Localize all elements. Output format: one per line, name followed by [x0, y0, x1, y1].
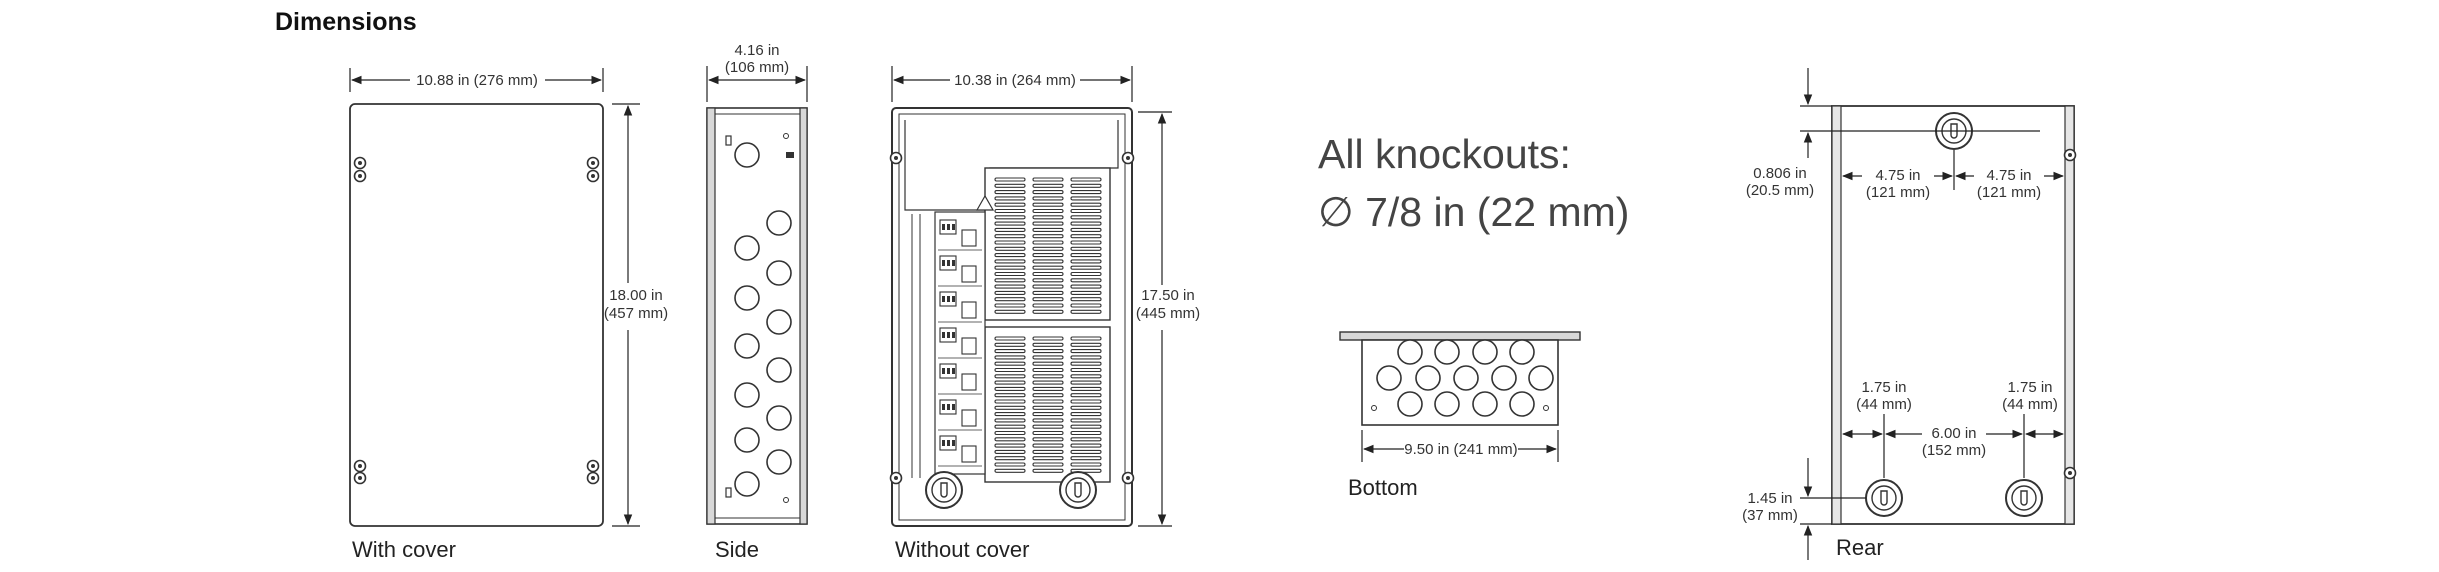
- frame-screw: [1121, 151, 1135, 165]
- cover-screw: [353, 459, 367, 473]
- rear-panel: [1831, 105, 2075, 525]
- height-label-metric: (457 mm): [604, 305, 668, 322]
- top-offset-label: 0.806 in: [1753, 165, 1806, 182]
- knockout: [1397, 391, 1423, 417]
- bottom-offset-label: 1.45 in: [1747, 490, 1792, 507]
- knockout: [1472, 391, 1498, 417]
- center-label: 6.00 in: [1931, 425, 1976, 442]
- depth-label: 4.16 in: [734, 42, 779, 59]
- knockout: [1376, 365, 1402, 391]
- bottom-offset-label-metric: (37 mm): [1742, 507, 1798, 524]
- warning-icon: [975, 194, 995, 211]
- knockout: [1453, 365, 1479, 391]
- frame-screw: [889, 151, 903, 165]
- cover-panel: [349, 103, 604, 527]
- view-bottom: 9.50 in (241 mm) Bottom: [1339, 331, 1581, 500]
- knockout: [734, 142, 760, 168]
- keyhole-bottom-left: [1865, 479, 1903, 517]
- knockout: [1528, 365, 1554, 391]
- knockout: [1415, 365, 1441, 391]
- rear-screw: [2063, 466, 2077, 480]
- knockout: [1434, 391, 1460, 417]
- knockout: [734, 333, 760, 359]
- knockout: [734, 471, 760, 497]
- knockout: [734, 285, 760, 311]
- vent-slots-upper: [994, 177, 1102, 314]
- cover-screw: [353, 169, 367, 183]
- view-rear: 0.806 in (20.5 mm) 4.75 in (121 mm) 4.75…: [1742, 68, 2077, 560]
- frame-screw: [889, 471, 903, 485]
- right-top-label: 4.75 in: [1986, 167, 2031, 184]
- rear-screw: [2063, 148, 2077, 162]
- knockout: [734, 427, 760, 453]
- width-label: 10.88 in (276 mm): [416, 72, 538, 89]
- right-top-label-metric: (121 mm): [1977, 184, 2041, 201]
- knockouts-title: All knockouts:: [1318, 131, 1571, 177]
- depth-label-metric: (106 mm): [725, 59, 789, 76]
- terminal-blocks: [938, 219, 982, 467]
- cover-screw: [353, 156, 367, 170]
- height-label-metric: (445 mm): [1136, 305, 1200, 322]
- cover-screw: [586, 459, 600, 473]
- caption-rear: Rear: [1836, 535, 1884, 560]
- center-label-metric: (152 mm): [1922, 442, 1986, 459]
- caption-side: Side: [715, 537, 759, 562]
- caption-without-cover: Without cover: [895, 537, 1030, 562]
- top-offset-label-metric: (20.5 mm): [1746, 182, 1814, 199]
- knockout: [766, 405, 792, 431]
- knockout: [1434, 339, 1460, 365]
- knockout: [766, 449, 792, 475]
- cover-screw: [353, 471, 367, 485]
- width-label: 10.38 in (264 mm): [954, 72, 1076, 89]
- keyhole-bottom-right: [2005, 479, 2043, 517]
- view-without-cover: 10.38 in (264 mm) 17.50 in (445 mm) With…: [889, 66, 1200, 562]
- cover-screw: [586, 169, 600, 183]
- vent-slots-lower: [994, 336, 1102, 473]
- page-title: Dimensions: [275, 8, 417, 36]
- power-module-lower: [984, 326, 1111, 483]
- knockout: [766, 357, 792, 383]
- width-label: 9.50 in (241 mm): [1404, 441, 1517, 458]
- terminal-strip: [934, 211, 986, 475]
- keyhole: [1059, 471, 1097, 509]
- height-label: 18.00 in: [609, 287, 662, 304]
- knockouts-diameter: ∅ 7/8 in (22 mm): [1318, 189, 1629, 235]
- knockout: [1509, 339, 1535, 365]
- left-bottom-label-metric: (44 mm): [1856, 396, 1912, 413]
- cover-screw: [586, 156, 600, 170]
- height-label: 17.50 in: [1141, 287, 1194, 304]
- right-bottom-label-metric: (44 mm): [2002, 396, 2058, 413]
- left-top-label: 4.75 in: [1875, 167, 1920, 184]
- view-side: 4.16 in (106 mm) Side: [706, 42, 808, 562]
- keyhole: [925, 471, 963, 509]
- caption-with-cover: With cover: [352, 537, 456, 562]
- knockout: [734, 382, 760, 408]
- caption-bottom: Bottom: [1348, 475, 1418, 500]
- knockout: [766, 260, 792, 286]
- knockout: [766, 210, 792, 236]
- left-top-label-metric: (121 mm): [1866, 184, 1930, 201]
- knockouts-note: All knockouts: ∅ 7/8 in (22 mm): [1318, 131, 1629, 235]
- left-bottom-label: 1.75 in: [1861, 379, 1906, 396]
- knockout: [766, 309, 792, 335]
- view-with-cover: 10.88 in (276 mm) 18.00 in (457 mm) With…: [349, 68, 668, 562]
- side-flange: [706, 107, 808, 525]
- knockout: [1509, 391, 1535, 417]
- knockout: [1397, 339, 1423, 365]
- knockout: [1491, 365, 1517, 391]
- frame-screw: [1121, 471, 1135, 485]
- right-bottom-label: 1.75 in: [2007, 379, 2052, 396]
- knockout: [1472, 339, 1498, 365]
- cover-screw: [586, 471, 600, 485]
- knockout: [734, 235, 760, 261]
